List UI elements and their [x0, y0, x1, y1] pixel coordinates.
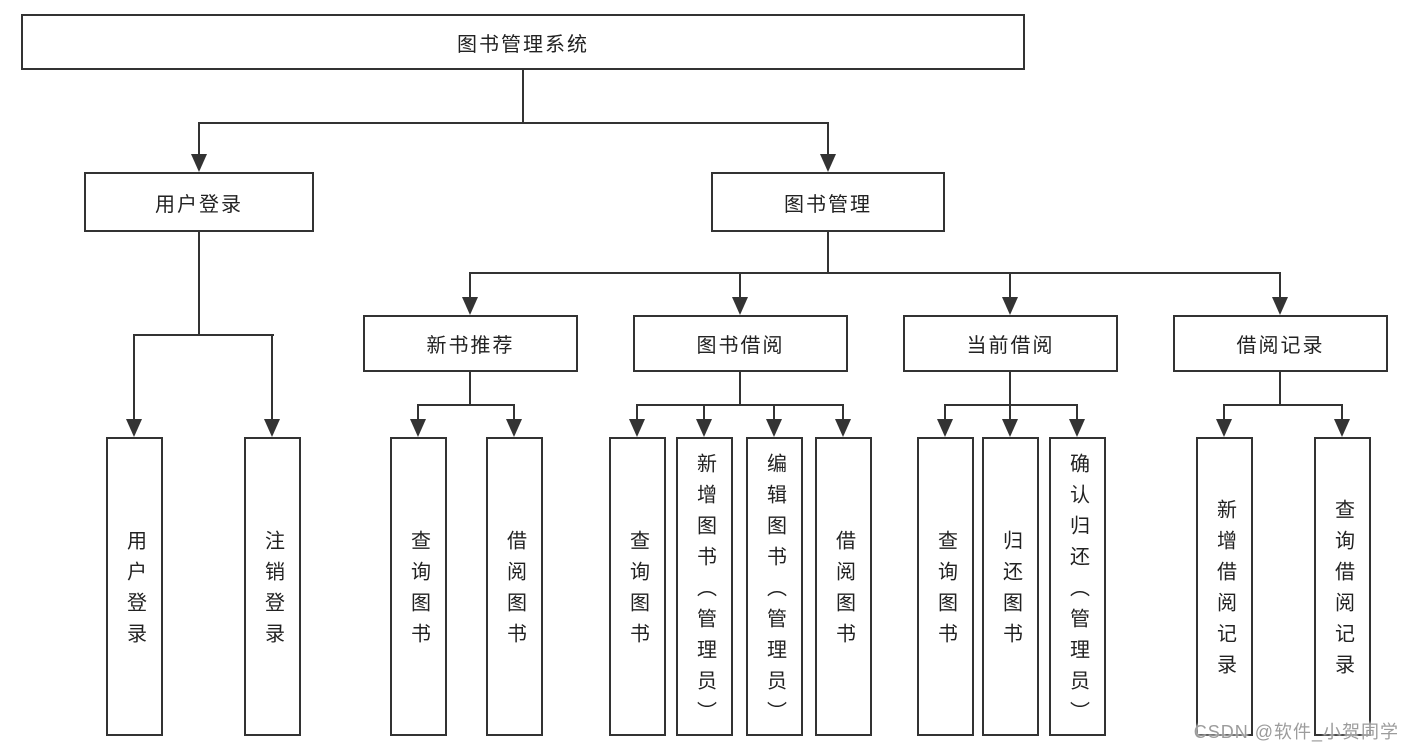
connector-drop [133, 334, 135, 421]
arrowhead-down-icon [732, 297, 748, 315]
connector-drop [827, 122, 829, 156]
connector-drop [1009, 404, 1011, 421]
leaf-borrow-books-recommend: 借阅图书 [486, 437, 543, 736]
connector-rail [469, 272, 1281, 274]
arrowhead-down-icon [126, 419, 142, 437]
connector-drop [944, 404, 946, 421]
connector-root-rail [198, 122, 829, 124]
arrowhead-down-icon [1002, 419, 1018, 437]
connector-drop [469, 272, 471, 299]
node-label: 归还图书 [999, 530, 1022, 654]
node-current-borrowing: 当前借阅 [903, 315, 1118, 372]
arrowhead-down-icon [835, 419, 851, 437]
leaf-user-login: 用户登录 [106, 437, 163, 736]
arrowhead-down-icon [937, 419, 953, 437]
arrowhead-down-icon [1272, 297, 1288, 315]
node-label: 查询图书 [626, 530, 649, 654]
arrowhead-down-icon [696, 419, 712, 437]
connector-drop [271, 334, 273, 421]
connector-stub [739, 372, 741, 406]
connector-rail [133, 334, 274, 336]
connector-drop [703, 404, 705, 421]
node-library-management-system: 图书管理系统 [21, 14, 1025, 70]
node-label: 编辑图书（管理员） [763, 452, 786, 732]
node-user-login: 用户登录 [84, 172, 314, 232]
node-label: 图书借阅 [696, 335, 785, 357]
arrowhead-down-icon [264, 419, 280, 437]
connector-drop [636, 404, 638, 421]
connector-rail [636, 404, 844, 406]
connector-stub [469, 372, 471, 406]
node-label: 用户登录 [123, 530, 146, 654]
arrowhead-down-icon [1216, 419, 1232, 437]
node-label: 注销登录 [261, 530, 284, 654]
connector-rail [944, 404, 1078, 406]
arrowhead-down-icon [462, 297, 478, 315]
node-new-book-recommendation: 新书推荐 [363, 315, 578, 372]
connector-drop [1223, 404, 1225, 421]
leaf-query-borrow-record: 查询借阅记录 [1314, 437, 1371, 736]
connector-root-stub [522, 70, 524, 123]
csdn-watermark: CSDN @软件_小贺同学 [1193, 722, 1399, 742]
node-borrowing-records: 借阅记录 [1173, 315, 1388, 372]
leaf-borrow-books: 借阅图书 [815, 437, 872, 736]
node-book-borrowing: 图书借阅 [633, 315, 848, 372]
leaf-logout: 注销登录 [244, 437, 301, 736]
connector-drop [739, 272, 741, 299]
node-label: 当前借阅 [966, 335, 1055, 357]
arrowhead-down-icon [820, 154, 836, 172]
leaf-query-books-current: 查询图书 [917, 437, 974, 736]
node-label: 借阅图书 [832, 530, 855, 654]
connector-drop [1341, 404, 1343, 421]
arrowhead-down-icon [1002, 297, 1018, 315]
connector-stub [1009, 372, 1011, 406]
node-label: 图书管理 [784, 193, 872, 216]
connector-drop [1279, 272, 1281, 299]
connector-drop [513, 404, 515, 421]
arrowhead-down-icon [766, 419, 782, 437]
node-label: 确认归还（管理员） [1066, 452, 1089, 732]
node-label: 查询借阅记录 [1331, 499, 1354, 685]
leaf-return-books: 归还图书 [982, 437, 1039, 736]
connector-drop [773, 404, 775, 421]
arrowhead-down-icon [1069, 419, 1085, 437]
node-label: 查询图书 [407, 530, 430, 654]
connector-stub [827, 232, 829, 274]
leaf-add-book-admin: 新增图书（管理员） [676, 437, 733, 736]
leaf-query-books-borrowing: 查询图书 [609, 437, 666, 736]
node-label: 借阅记录 [1236, 335, 1325, 357]
arrowhead-down-icon [410, 419, 426, 437]
arrowhead-down-icon [629, 419, 645, 437]
connector-rail [417, 404, 515, 406]
leaf-edit-book-admin: 编辑图书（管理员） [746, 437, 803, 736]
node-label: 图书管理系统 [457, 33, 589, 56]
arrowhead-down-icon [506, 419, 522, 437]
leaf-query-books-recommend: 查询图书 [390, 437, 447, 736]
connector-drop [198, 122, 200, 156]
arrowhead-down-icon [191, 154, 207, 172]
connector-stub [1279, 372, 1281, 406]
connector-drop [1076, 404, 1078, 421]
connector-stub [198, 232, 200, 335]
node-label: 新书推荐 [426, 335, 515, 357]
connector-drop [417, 404, 419, 421]
arrowhead-down-icon [1334, 419, 1350, 437]
node-book-management: 图书管理 [711, 172, 945, 232]
leaf-confirm-return-admin: 确认归还（管理员） [1049, 437, 1106, 736]
node-label: 用户登录 [155, 193, 243, 216]
connector-rail [1223, 404, 1343, 406]
connector-drop [1009, 272, 1011, 299]
node-label: 新增图书（管理员） [693, 452, 716, 732]
leaf-add-borrow-record: 新增借阅记录 [1196, 437, 1253, 736]
node-label: 新增借阅记录 [1213, 499, 1236, 685]
node-label: 查询图书 [934, 530, 957, 654]
connector-drop [842, 404, 844, 421]
node-label: 借阅图书 [503, 530, 526, 654]
